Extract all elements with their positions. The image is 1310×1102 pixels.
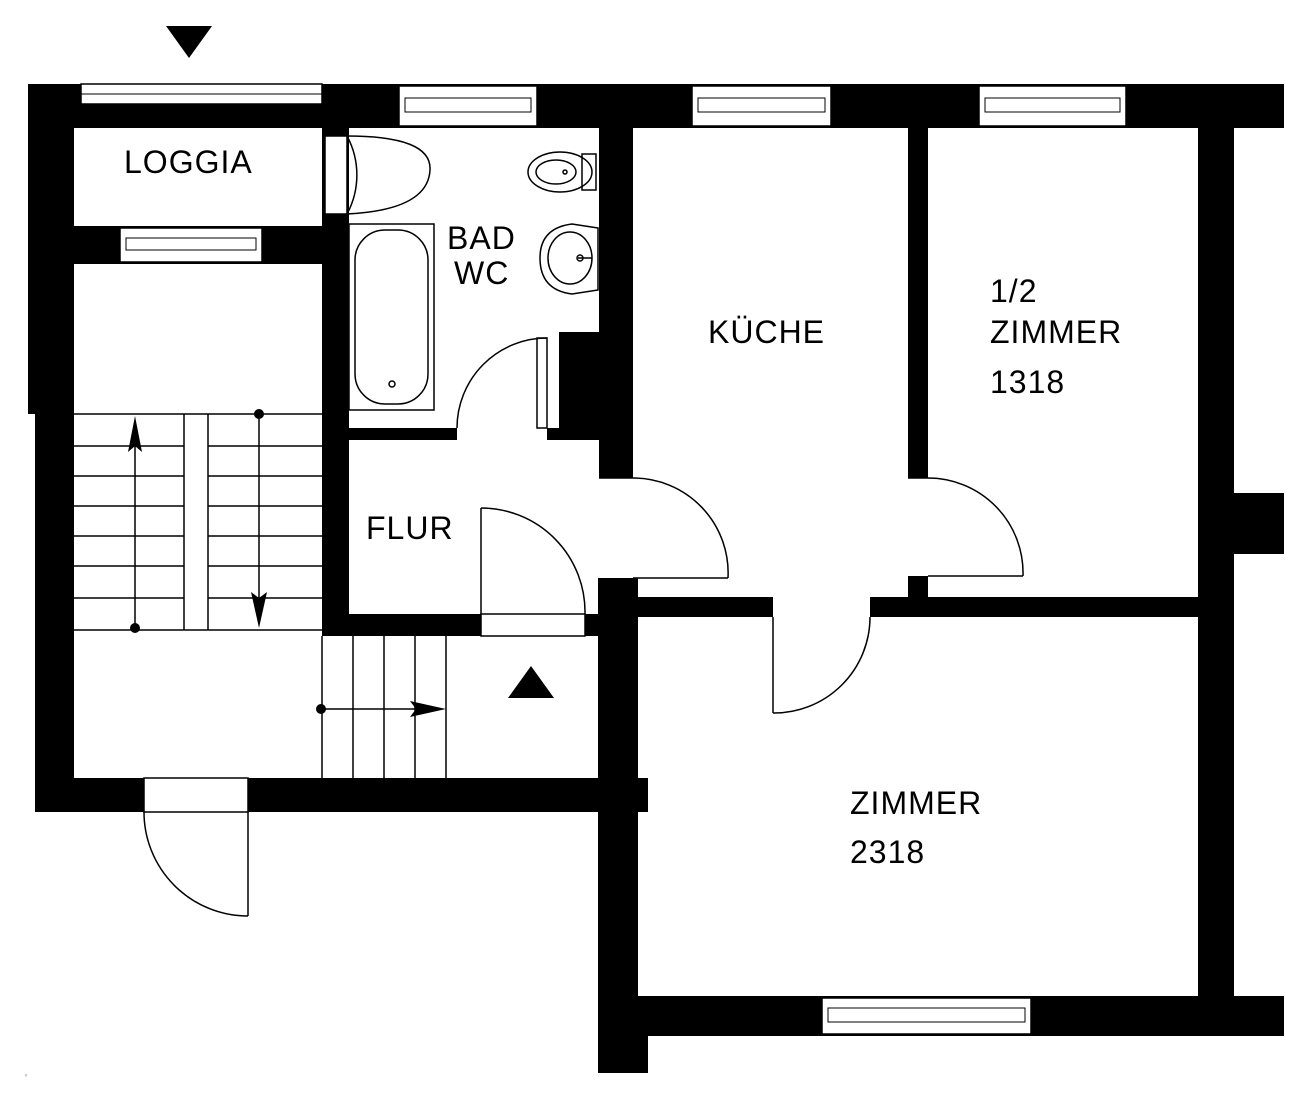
window-kitchen [691,85,832,127]
window-bath [398,85,538,127]
wall-right-pier [1234,493,1284,554]
label-loggia: LOGGIA [124,144,253,180]
door-zimmer [772,616,871,714]
wall-kitchen-half [908,128,928,478]
wall-left-lower [35,414,74,812]
door-entrance [480,507,586,637]
window-half-room [978,85,1127,127]
wall-bottom-stub [598,996,648,1073]
toilet-icon [527,151,597,193]
wall-bath-bottom [349,428,457,440]
door-bath [456,337,548,429]
windows [80,83,1127,1035]
door-loggia [324,135,431,215]
bath-fixtures [348,151,599,411]
window-zimmer [821,997,1032,1035]
wall-right [1198,128,1234,1036]
label-zimmer-name: ZIMMER [850,785,982,821]
label-bad: BAD [447,220,516,256]
wall-stair-bottom [35,778,648,812]
wall-left-upper [28,84,74,414]
door-kitchen [599,477,729,579]
corner-mark: ◦ [24,1072,28,1080]
bathtub-icon [348,223,435,411]
triangle-up-icon [508,666,554,698]
doors [143,135,1024,917]
label-kueche: KÜCHE [708,314,825,350]
door-house [143,777,249,917]
label-wc: WC [454,255,509,291]
triangle-down-icon [166,26,212,58]
label-half-zimmer-name: ZIMMER [990,314,1122,350]
label-flur: FLUR [366,510,454,546]
wall-flur-stub [598,578,633,614]
label-half-zimmer-code: 1318 [990,364,1065,400]
wall-zimmer-top-left [633,597,773,617]
stairs [74,409,447,778]
wall-zimmer-top-right [870,597,1200,617]
label-zimmer-code: 2318 [850,834,925,870]
wall-kitchen-half-low [908,576,928,598]
sink-icon [539,223,599,295]
wall-bath-kitchen [599,128,633,478]
wall-flur-zimmer [598,578,638,1073]
wall-bath-bottom-right [547,428,599,440]
wall-shaft [559,332,599,428]
label-half-zimmer-fraction: 1/2 [990,273,1037,309]
window-loggia-top [80,83,323,105]
window-loggia-inner [119,227,263,263]
door-half-room [908,477,1024,577]
